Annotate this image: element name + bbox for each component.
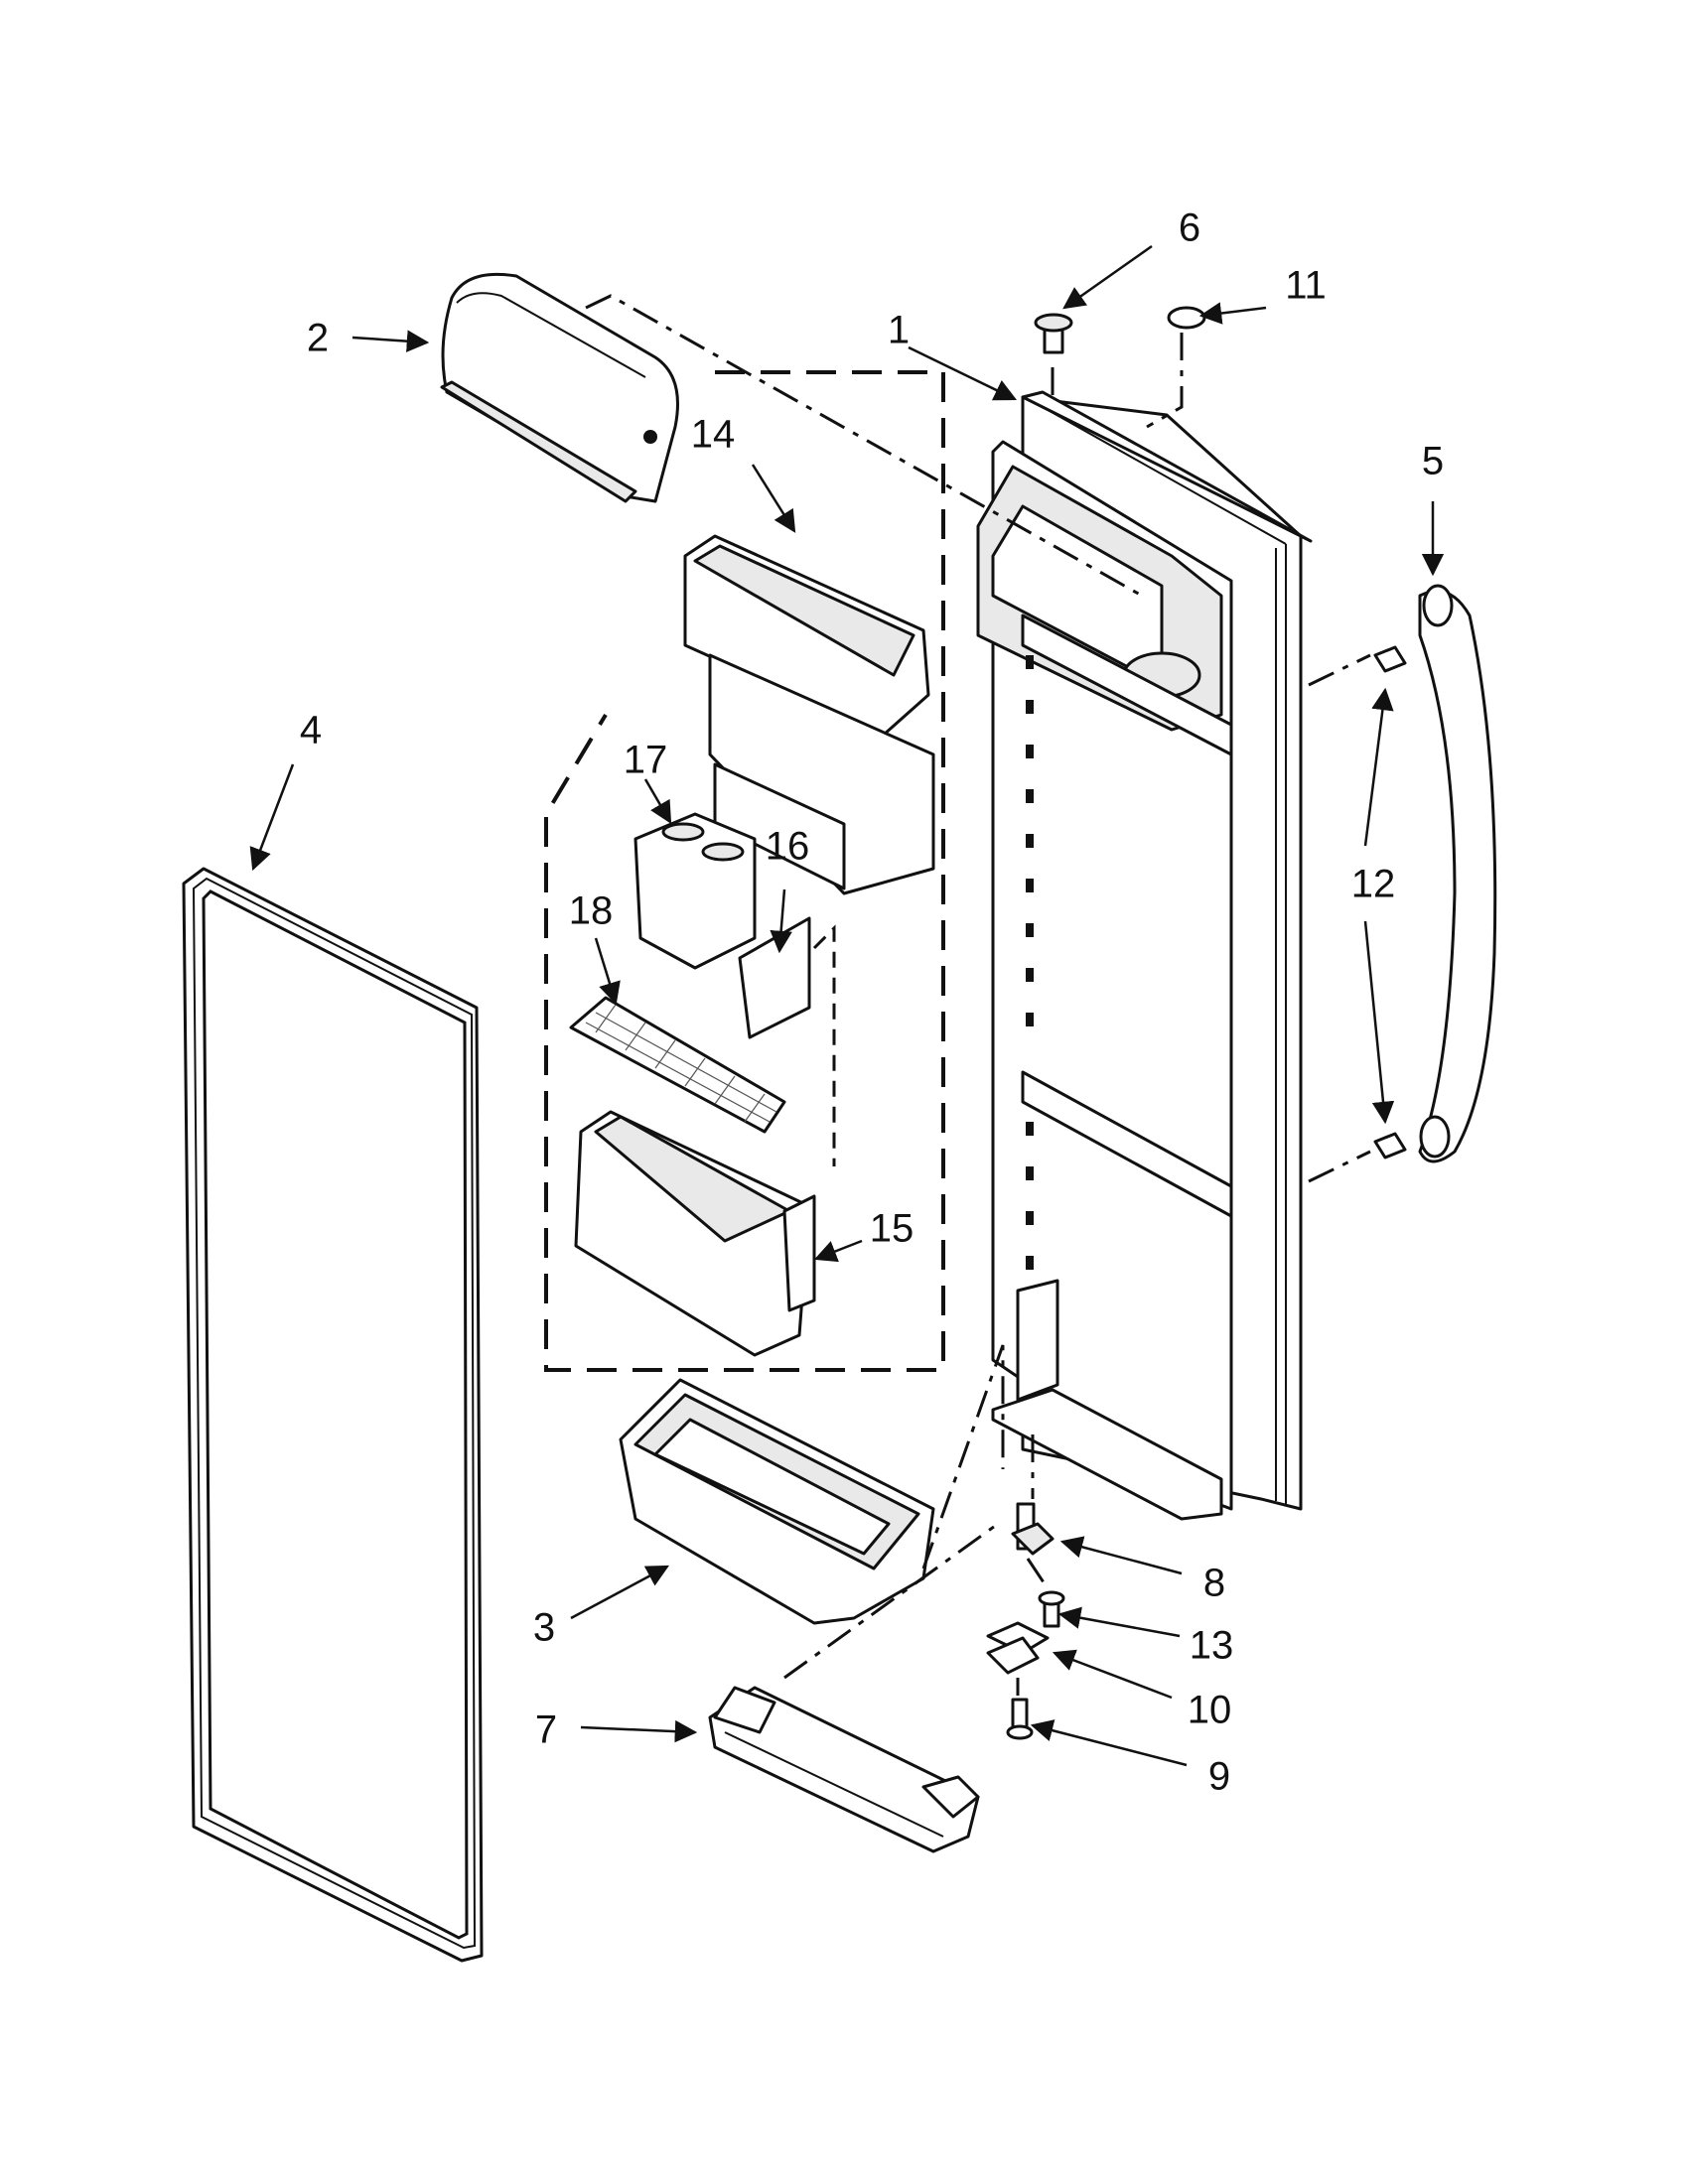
callout-14: 14 [691,413,736,457]
callout-4: 4 [300,709,322,752]
callout-8: 8 [1203,1562,1225,1605]
door-gasket-part-4 [182,867,484,1963]
ice-bin-cover-part-2 [440,272,679,503]
ice-bucket-part-15 [574,1110,816,1357]
callout-16: 16 [766,825,810,869]
ice-bin-assembly-part-14 [544,370,945,1372]
handle-screws-part-12 [1373,645,1407,1160]
callout-6: 6 [1179,206,1200,250]
screw-part-13 [1038,1590,1065,1628]
callout-11: 11 [1285,264,1327,308]
leader-arrows [249,244,1445,1767]
callout-13: 13 [1190,1624,1234,1668]
shield-part-16 [738,916,836,1166]
callout-9: 9 [1208,1755,1230,1799]
screw-part-9 [1006,1698,1034,1740]
callout-12: 12 [1351,863,1396,906]
callout-10: 10 [1188,1689,1232,1732]
grille-part-18 [569,996,786,1134]
divider-part-17 [633,812,757,970]
callout-17: 17 [624,739,668,782]
door-liner-part-1 [976,390,1313,1521]
door-handle-part-5 [1418,584,1497,1163]
lower-hinge-part-8 [1011,1502,1055,1556]
callout-18: 18 [569,889,614,933]
assembly-lines [585,294,1371,1696]
door-bin-part-3 [619,1378,935,1625]
top-screw-part-6 [1034,313,1073,354]
callout-3: 3 [533,1606,555,1650]
callout-1: 1 [888,309,910,352]
callout-2: 2 [307,317,329,360]
liner-clip-holes [1026,655,1034,1270]
callout-15: 15 [870,1207,914,1251]
callout-labels: 1 2 3 4 5 6 7 8 9 10 11 12 13 14 15 16 1… [300,206,1444,1799]
door-rail-part-7 [708,1686,980,1853]
callout-5: 5 [1422,440,1444,483]
callout-7: 7 [535,1708,557,1752]
washer-part-11 [1167,306,1206,330]
hinge-bracket-part-10 [986,1621,1050,1675]
